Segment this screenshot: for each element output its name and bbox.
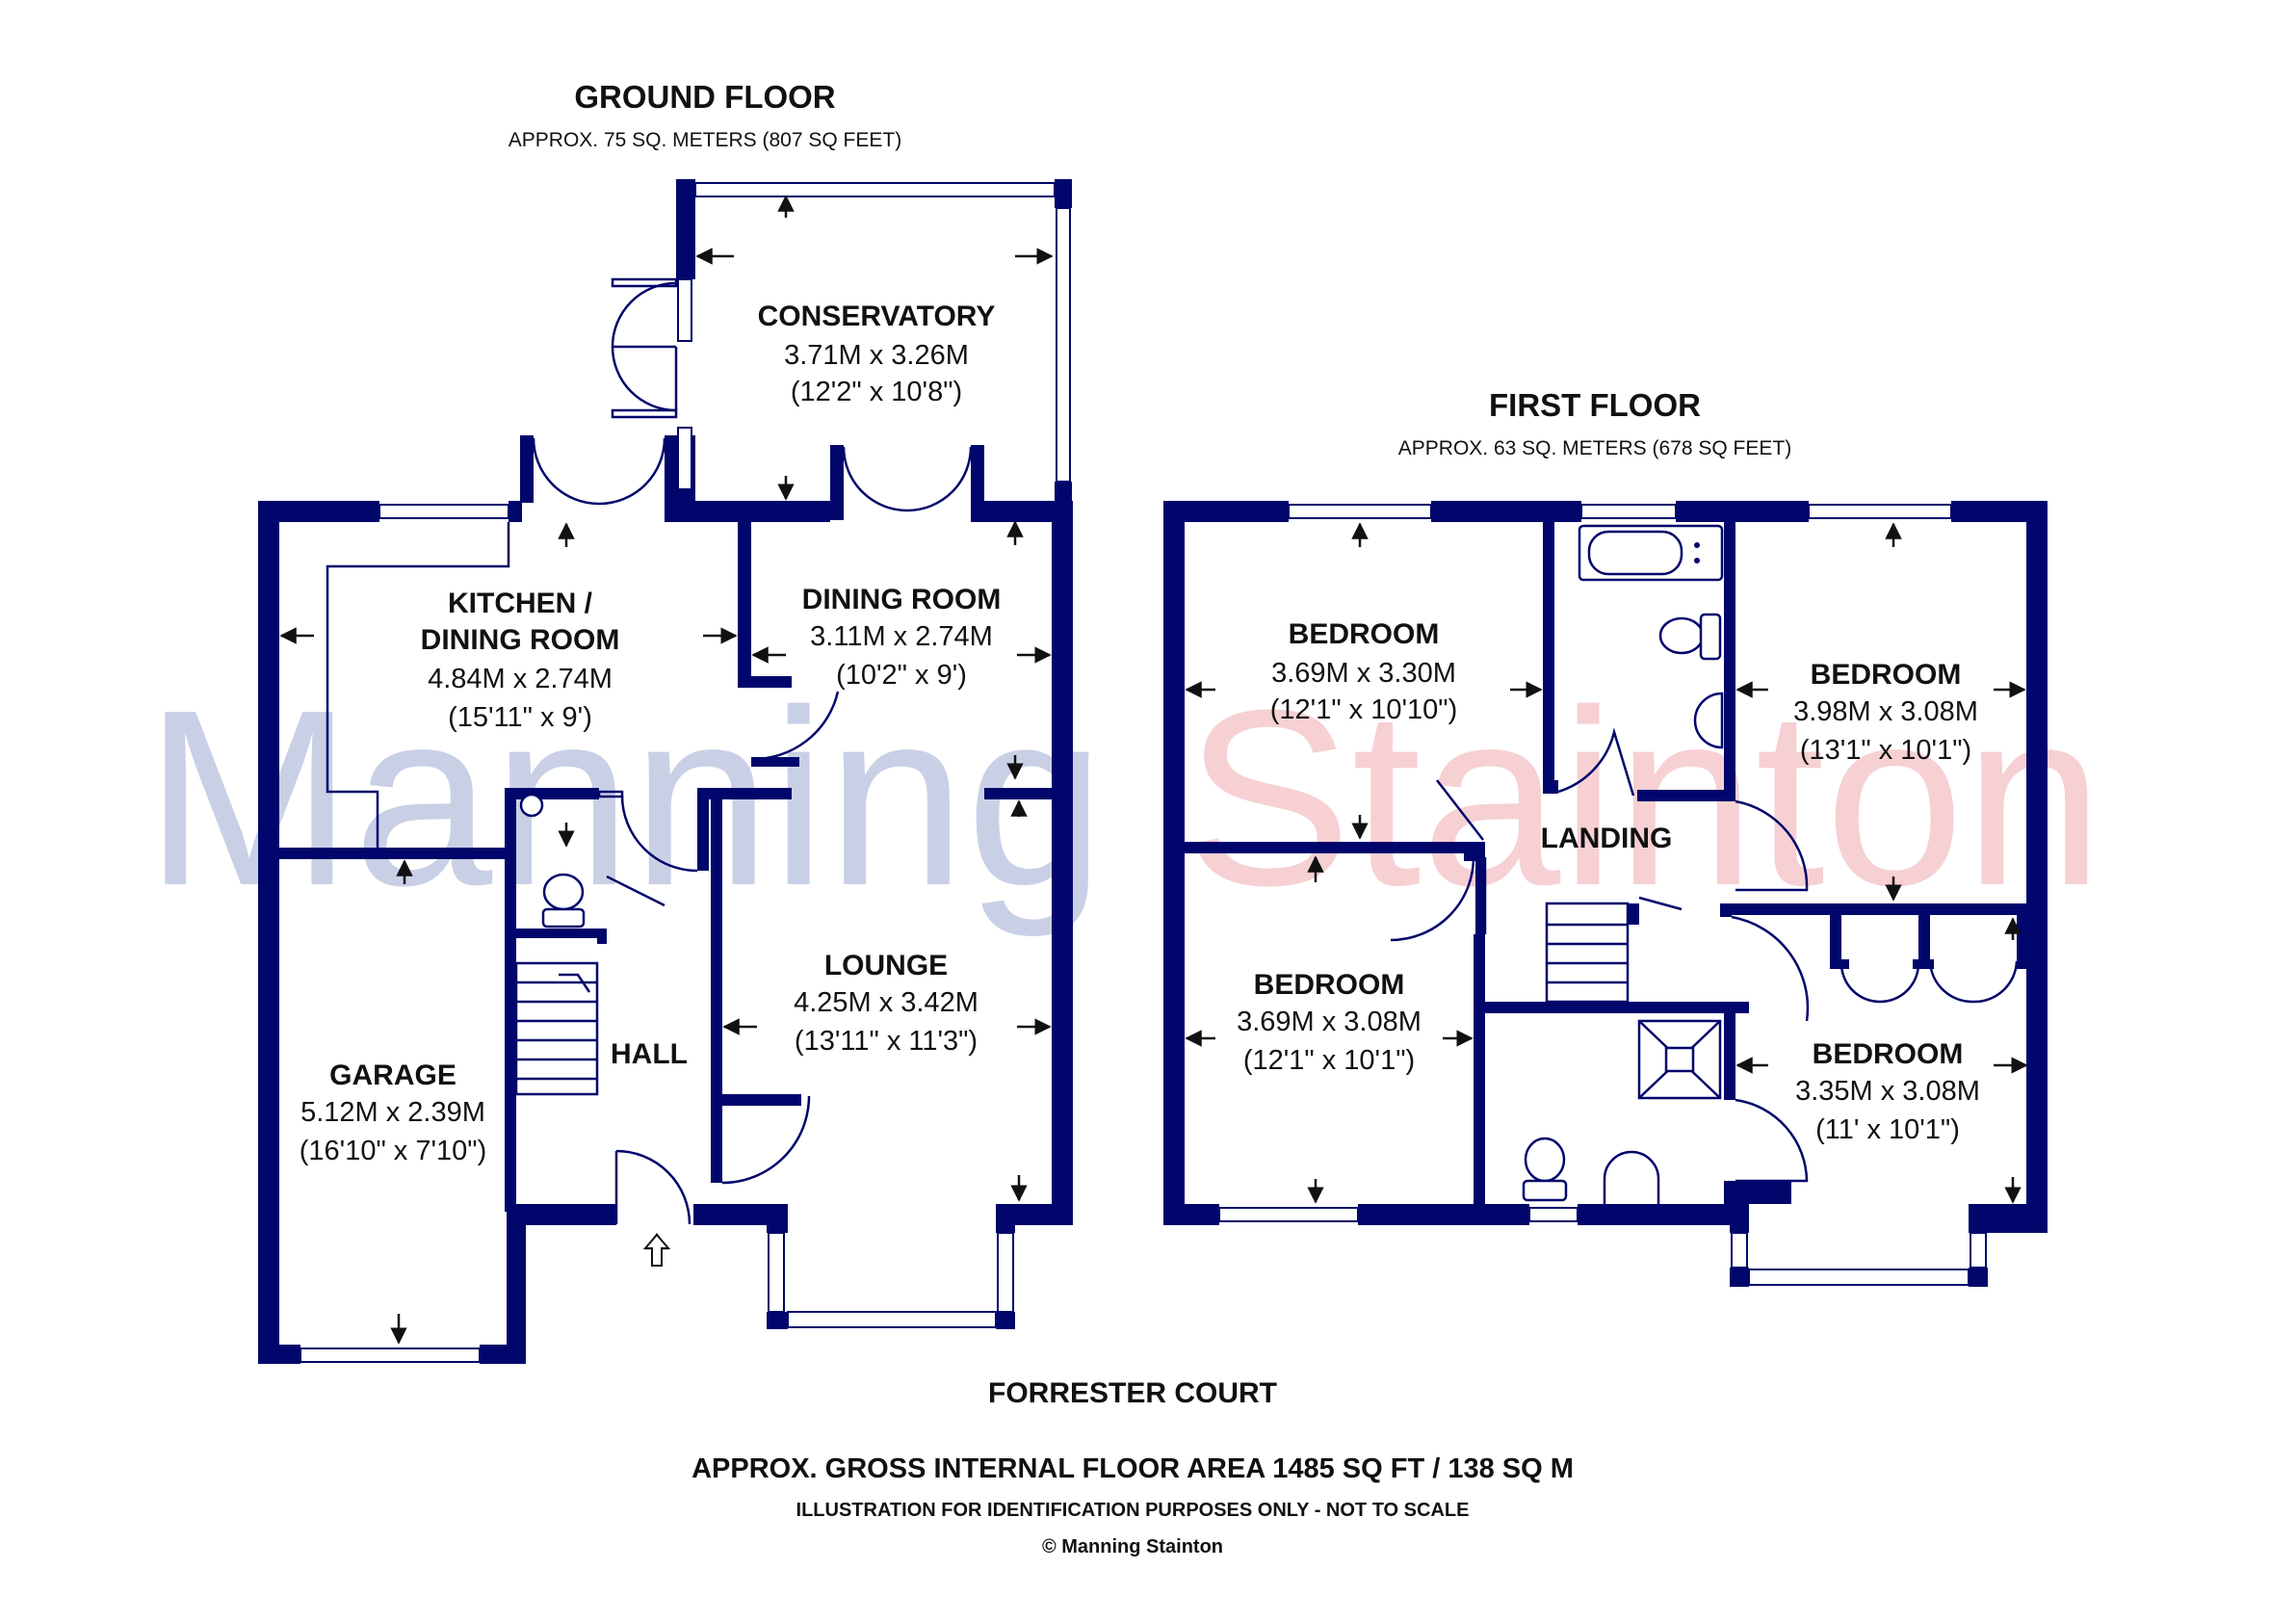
toilet-first-icon [1658, 613, 1722, 661]
copyright: © Manning Stainton [1042, 1536, 1223, 1557]
bedroom-tl-imperial: (12'1" x 10'10") [1270, 694, 1458, 725]
landing-name: LANDING [1541, 823, 1673, 854]
conservatory-name: CONSERVATORY [758, 301, 996, 332]
conservatory-imperial: (12'2" x 10'8") [791, 377, 962, 407]
hall-name: HALL [611, 1038, 688, 1070]
lounge-metric: 4.25M x 3.42M [794, 987, 978, 1018]
staircase-ground [514, 961, 599, 1096]
bath-icon [1578, 524, 1724, 582]
dining-room-imperial: (10'2" x 9') [836, 660, 967, 691]
ground-floor-area: APPROX. 75 SQ. METERS (807 SQ FEET) [509, 129, 901, 151]
conservatory-metric: 3.71M x 3.26M [784, 340, 969, 371]
ground-floor-plan [258, 179, 1073, 1364]
basin-shower-icon [1603, 1150, 1660, 1204]
toilet-shower-icon [1522, 1137, 1568, 1202]
kitchen-name-line1: KITCHEN / [448, 588, 593, 619]
lounge-name: LOUNGE [824, 950, 948, 981]
entrance-arrow-shaft [642, 1233, 671, 1267]
dimension-arrows-first [1185, 522, 2028, 1204]
bedroom-br-metric: 3.35M x 3.08M [1795, 1076, 1980, 1107]
gross-area: APPROX. GROSS INTERNAL FLOOR AREA 1485 S… [691, 1453, 1574, 1484]
bedroom-bl-name: BEDROOM [1254, 969, 1405, 1001]
lounge-imperial: (13'11" x 11'3") [795, 1026, 978, 1057]
property-name: FORRESTER COURT [988, 1377, 1277, 1409]
first-floor-plan [1163, 501, 2048, 1287]
garage-name: GARAGE [329, 1060, 457, 1091]
bedroom-tr-imperial: (13'1" x 10'1") [1800, 735, 1971, 766]
dimension-arrows-ground [279, 195, 1054, 1345]
bedroom-tl-name: BEDROOM [1289, 618, 1440, 650]
garage-metric: 5.12M x 2.39M [300, 1097, 485, 1128]
disclaimer: ILLUSTRATION FOR IDENTIFICATION PURPOSES… [796, 1500, 1470, 1521]
bedroom-bl-imperial: (12'1" x 10'1") [1243, 1045, 1415, 1076]
bedroom-tr-name: BEDROOM [1811, 659, 1962, 691]
first-floor-area: APPROX. 63 SQ. METERS (678 SQ FEET) [1398, 437, 1791, 459]
dining-room-metric: 3.11M x 2.74M [810, 621, 993, 652]
kitchen-imperial: (15'11" x 9') [448, 702, 592, 733]
bedroom-bl-metric: 3.69M x 3.08M [1237, 1007, 1422, 1037]
kitchen-name-line2: DINING ROOM [421, 624, 620, 656]
bedroom-br-imperial: (11' x 10'1") [1815, 1114, 1960, 1145]
bedroom-tr-metric: 3.98M x 3.08M [1793, 696, 1978, 727]
staircase-first [1545, 902, 1630, 1004]
ground-floor-title: GROUND FLOOR [574, 79, 835, 115]
bedroom-br-name: BEDROOM [1813, 1038, 1964, 1070]
shower-tray-icon [1637, 1019, 1722, 1100]
dining-room-name: DINING ROOM [802, 584, 1002, 615]
footer: FORRESTER COURT APPROX. GROSS INTERNAL F… [691, 1377, 1574, 1557]
basin-first-icon [1693, 692, 1724, 749]
garage-imperial: (16'10" x 7'10") [300, 1136, 487, 1166]
first-floor-title: FIRST FLOOR [1489, 387, 1701, 423]
ground-floor-labels: GROUND FLOOR APPROX. 75 SQ. METERS (807 … [300, 79, 1002, 1166]
wc-ground-icon [519, 793, 586, 929]
watermark-part1: Manning [144, 659, 1105, 939]
first-floor-labels: FIRST FLOOR APPROX. 63 SQ. METERS (678 S… [1237, 387, 1980, 1145]
kitchen-metric: 4.84M x 2.74M [428, 664, 613, 694]
bedroom-tl-metric: 3.69M x 3.30M [1271, 658, 1456, 689]
